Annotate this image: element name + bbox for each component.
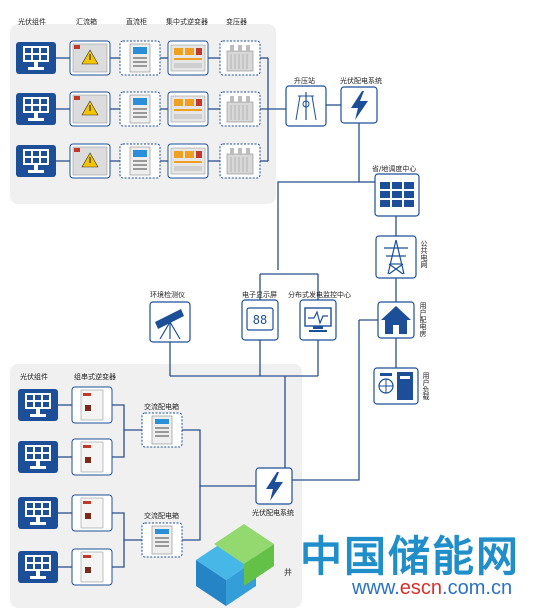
public-grid-label: 公共电网 [420, 240, 428, 268]
bottom-col-string-inverter-label: 组串式逆变器 [74, 373, 116, 381]
top-col-central-inverter-label: 集中式逆变器 [166, 18, 208, 26]
transformer-icon [219, 143, 261, 179]
solar-panel-icon [16, 42, 56, 74]
pv-distribution-top-label: 光伏配电系统 [340, 77, 382, 85]
display-screen-icon: 88 [241, 299, 279, 341]
watermark-url: www.escn.com.cn [352, 577, 512, 600]
solar-panel-icon [18, 441, 58, 473]
booster-station-label: 升压站 [294, 77, 315, 85]
svg-text:88: 88 [253, 313, 267, 327]
ac-box-2-label: 交流配电箱 [144, 512, 179, 520]
dc-cabinet-icon [119, 40, 161, 76]
solar-panel-icon [18, 497, 58, 529]
watermark-title: 中国储能网 [300, 532, 521, 581]
solar-panel-icon [16, 145, 56, 177]
combiner-box-icon [69, 91, 111, 127]
combiner-box-icon [69, 143, 111, 179]
user-load-label: 用户负载 [422, 372, 430, 400]
lightning-bolt-icon [255, 467, 293, 505]
house-icon [377, 301, 415, 339]
watermark-logo [196, 524, 274, 606]
top-col-pv-label: 光伏组件 [18, 18, 46, 26]
watermark-url-prefix: www. [352, 577, 400, 599]
combiner-box-icon [69, 40, 111, 76]
transformer-icon [219, 91, 261, 127]
ac-distribution-box-icon [141, 522, 183, 558]
telescope-icon [149, 301, 191, 343]
display-screen-label: 电子显示屏 [242, 291, 277, 299]
env-monitor-label: 环境检测仪 [150, 291, 185, 299]
string-inverter-icon [71, 438, 113, 476]
string-inverter-icon [71, 494, 113, 532]
user-distribution-label: 用户配电房 [419, 302, 427, 337]
central-inverter-icon [167, 40, 209, 76]
bottom-col-pv-label: 光伏组件 [20, 373, 48, 381]
solar-panel-icon [18, 551, 58, 583]
solar-panel-icon [18, 389, 58, 421]
solar-panel-icon [16, 93, 56, 125]
dc-cabinet-icon [119, 91, 161, 127]
top-col-transformer-label: 变压器 [226, 18, 247, 26]
booster-station-icon [285, 85, 327, 127]
top-col-dc-cabinet-label: 直流柜 [126, 18, 147, 26]
central-inverter-icon [167, 91, 209, 127]
dc-cabinet-icon [119, 143, 161, 179]
dispatch-center-label: 省/地调度中心 [372, 165, 417, 173]
dispatch-center-icon [374, 173, 420, 217]
monitor-icon [299, 299, 337, 341]
watermark-url-red: escn [399, 577, 443, 599]
central-inverter-icon [167, 143, 209, 179]
ac-distribution-box-icon [141, 412, 183, 448]
appliance-icon [373, 367, 419, 405]
string-inverter-icon [71, 548, 113, 586]
monitor-center-label: 分布式发电监控中心 [288, 291, 351, 299]
top-col-combiner-label: 汇流箱 [76, 18, 97, 26]
connection-lines [56, 57, 397, 568]
watermark-small-text: 井 [284, 568, 292, 577]
ac-box-1-label: 交流配电箱 [144, 403, 179, 411]
watermark-url-suffix: .com.cn [442, 577, 513, 599]
lightning-bolt-icon [340, 86, 378, 124]
string-inverter-icon [71, 386, 113, 424]
transformer-icon [219, 40, 261, 76]
power-tower-icon [375, 235, 417, 279]
pv-distribution-bottom-label: 光伏配电系统 [252, 509, 294, 517]
